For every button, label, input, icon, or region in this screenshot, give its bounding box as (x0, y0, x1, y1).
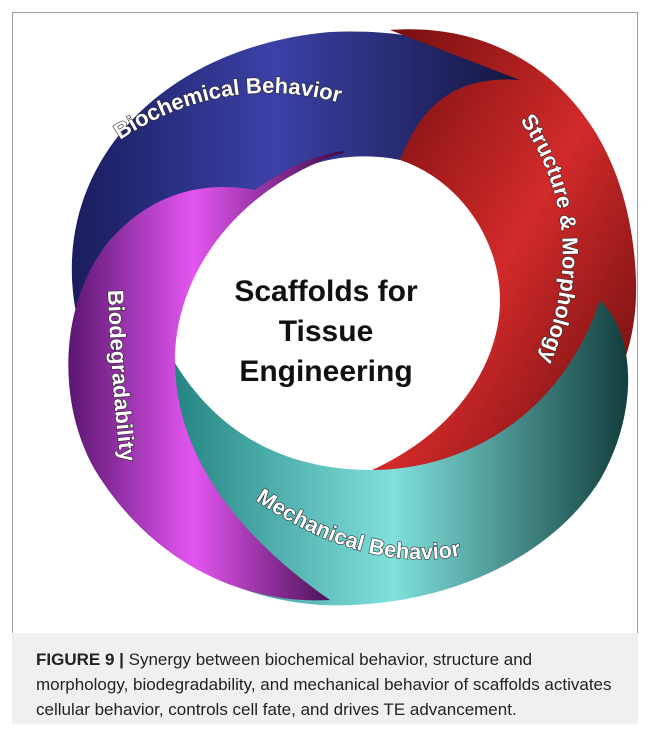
scaffold-ribbon-diagram: Biochemical Behavior Structure & Morphol… (68, 29, 637, 606)
caption-text: Synergy between biochemical behavior, st… (36, 650, 612, 719)
center-title-line-1: Scaffolds for (234, 275, 418, 308)
ribbon-biodegradability (68, 151, 346, 601)
center-title: Scaffolds for Tissue Engineering (196, 272, 456, 392)
caption-label: FIGURE 9 | (36, 650, 124, 669)
figure-caption: FIGURE 9 | Synergy between biochemical b… (12, 633, 638, 724)
center-title-line-2: Tissue (278, 315, 374, 348)
ribbon-mechanical-behavior (160, 300, 629, 606)
center-title-line-3: Engineering (239, 355, 413, 388)
